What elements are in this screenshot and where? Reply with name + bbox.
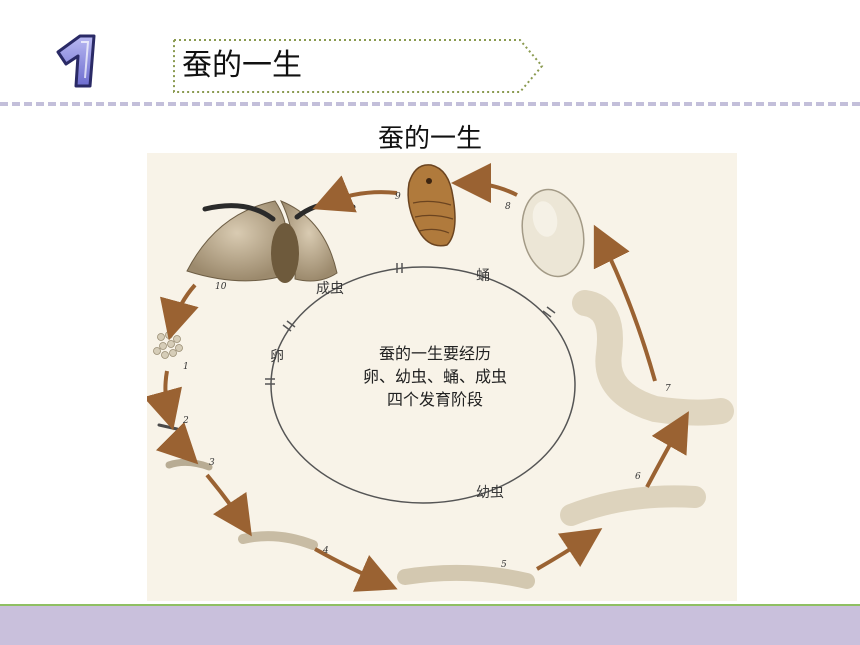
step-number-9: 9 (395, 192, 401, 202)
cocoon-illustration (521, 188, 585, 278)
description-line-2: 卵、幼虫、蛹、成虫 (362, 367, 507, 386)
cycle-ellipse (270, 266, 576, 504)
description-line-1: 蚕的一生要经历 (378, 344, 491, 363)
larva-stage-6 (560, 485, 706, 526)
step-number-6: 6 (635, 472, 641, 482)
step-number-10: 10 (215, 282, 227, 292)
footer-bar (0, 604, 860, 645)
larva-stage-7 (572, 290, 734, 426)
stage-label-egg: 卵 (270, 349, 284, 365)
stage-ticks (265, 263, 556, 385)
number-one-badge-icon (56, 34, 96, 88)
silkworm-life-cycle-diagram: 9 8 10 1 2 3 4 5 6 7 (147, 153, 737, 601)
diagram-title: 蚕的一生 (377, 124, 482, 154)
stage-label-pupa: 蛹 (476, 268, 490, 284)
cycle-description: 蚕的一生要经历 卵、幼虫、蛹、成虫 四个发育阶段 (340, 342, 530, 411)
step-number-5: 5 (501, 560, 507, 570)
description-line-3: 四个发育阶段 (386, 390, 483, 409)
step-number-1: 1 (183, 362, 189, 372)
larva-stage-5 (397, 564, 535, 589)
step-number-2: 2 (182, 416, 189, 426)
step-number-3: 3 (209, 458, 215, 468)
dashed-divider (0, 102, 860, 106)
cycle-arrows (147, 163, 689, 592)
larva-stage-4 (238, 531, 318, 550)
stage-label-larva: 幼虫 (476, 485, 504, 501)
step-number-7: 7 (665, 384, 671, 394)
step-number-4: 4 (322, 546, 329, 556)
title-box (173, 39, 544, 93)
step-number-8: 8 (505, 202, 511, 212)
page-title: 蚕的一生 (182, 48, 302, 83)
stage-label-adult: 成虫 (316, 281, 344, 297)
pupa-illustration (407, 164, 456, 247)
